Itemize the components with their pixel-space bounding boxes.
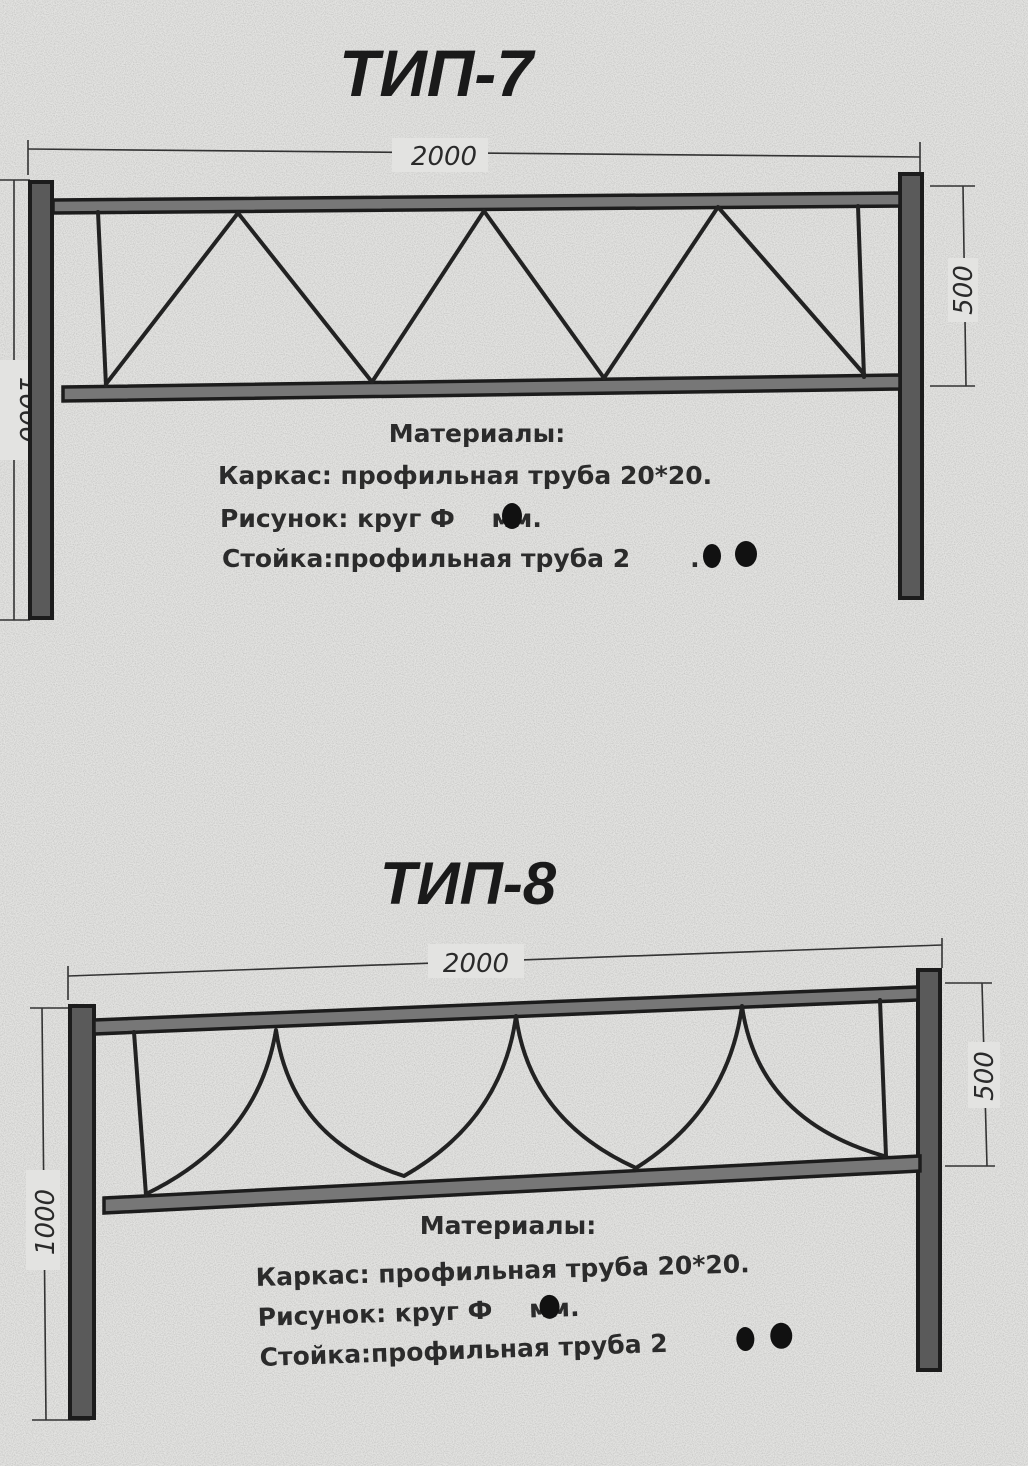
type7-pattern-scribble: [502, 503, 522, 529]
type7-materials: Материалы: Каркас: профильная труба 20*2…: [218, 419, 757, 573]
type7-zigzag-pattern: [104, 205, 866, 386]
type7-panel-label: 500: [949, 265, 979, 315]
type8-post-scribble-2: [770, 1322, 793, 1349]
type8-width-label: 2000: [443, 949, 509, 979]
type7-inner-left-bar: [96, 210, 108, 388]
type7-right-post: [898, 172, 924, 600]
type7-materials-title: Материалы:: [389, 419, 565, 448]
type8-panel-label: 500: [970, 1051, 1000, 1101]
type8-title: ТИП-8: [380, 850, 557, 917]
type8-height-dimension: 1000: [26, 1007, 90, 1421]
type7-width-label: 2000: [411, 142, 477, 172]
type8-inner-right-bar: [878, 998, 888, 1158]
type7-title: ТИП-7: [339, 36, 536, 110]
type7-post-scribble-2: [735, 541, 757, 567]
type7-pattern-spec: Рисунок: круг Ф мм.: [220, 504, 542, 533]
type7-left-post: [28, 180, 54, 620]
type8-post-scribble-1: [736, 1327, 755, 1352]
type7-width-dimension: 2000: [27, 138, 921, 175]
type7-post-scribble-1: [703, 544, 721, 568]
type8-pattern-scribble: [539, 1294, 560, 1319]
type8-top-rail: [92, 985, 920, 1036]
type8-left-post: [68, 1004, 96, 1420]
type8-inner-left-bar: [132, 1030, 148, 1197]
type8-panel-dimension: 500: [945, 982, 1000, 1167]
type7-inner-right-bar: [856, 204, 866, 379]
type7-top-rail: [51, 191, 902, 215]
type8-arc-pattern: [144, 1004, 886, 1196]
type8-bottom-rail: [102, 1154, 922, 1215]
type8-materials-title: Материалы:: [420, 1211, 596, 1240]
type7-frame-spec: Каркас: профильная труба 20*20.: [218, 461, 712, 490]
type8-width-dimension: 2000: [67, 938, 943, 1000]
type7-drawing: ТИП-7 2000 1000 500: [0, 36, 979, 621]
type8-height-label: 1000: [31, 1189, 61, 1255]
type7-post-spec: Стойка:профильная труба 2.: [222, 544, 700, 573]
type7-bottom-rail: [61, 373, 902, 403]
type7-panel-dimension: 500: [930, 185, 979, 387]
